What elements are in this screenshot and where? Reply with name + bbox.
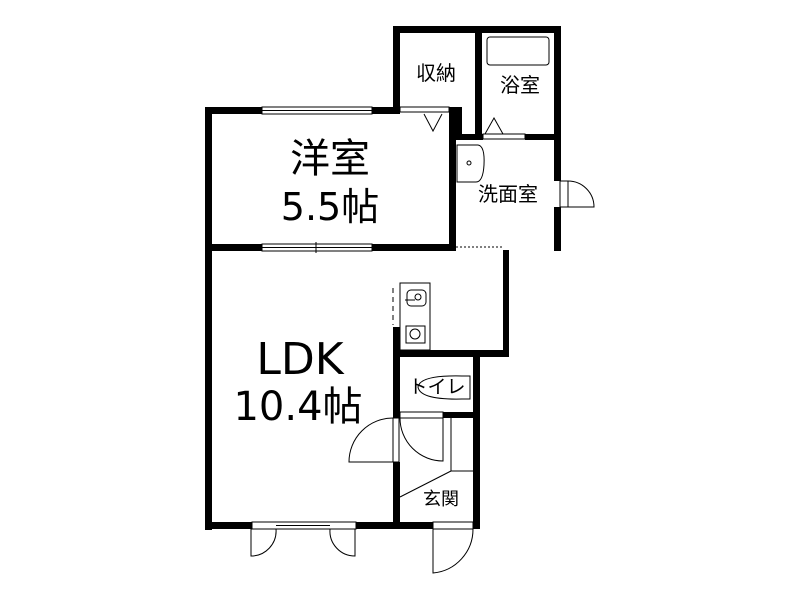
entrance-label: 玄関 [423, 489, 459, 510]
kitchen-counter [399, 282, 431, 351]
sink-icon [406, 289, 427, 307]
toilet-icon [417, 375, 471, 400]
bathtub-icon [486, 36, 550, 66]
ldk-name: LDK [256, 334, 344, 385]
bathroom-label: 浴室 [500, 73, 540, 97]
doors [250, 106, 595, 574]
room-labels: 洋室 5.5帖 LDK 10.4帖 収納 浴室 洗面室 トイレ 玄関 [233, 61, 540, 510]
walls [205, 26, 561, 530]
western-room-name: 洋室 [290, 136, 370, 182]
storage-label: 収納 [416, 61, 456, 85]
washroom-label: 洗面室 [478, 182, 538, 206]
stove-icon [405, 325, 426, 344]
western-room-size: 5.5帖 [281, 185, 379, 229]
ldk-size: 10.4帖 [233, 384, 362, 430]
windows [251, 106, 503, 530]
toilet-label: トイレ [408, 376, 465, 398]
washbasin-icon [456, 144, 485, 183]
fixtures [392, 36, 550, 400]
